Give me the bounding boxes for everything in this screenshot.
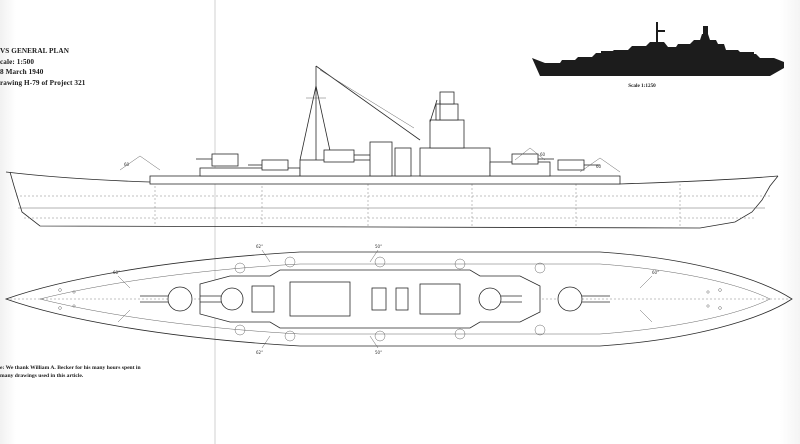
general-plan-title-block: VS GENERAL PLAN cale: 1:500 8 March 1940… bbox=[0, 46, 110, 88]
footnote-line-2: many drawings used in this article. bbox=[0, 372, 84, 379]
svg-text:60: 60 bbox=[124, 162, 130, 167]
footnote-line-1: e: We thank William A. Becker for his ma… bbox=[0, 365, 141, 371]
svg-text:60°: 60° bbox=[652, 270, 659, 275]
svg-text:60°: 60° bbox=[113, 270, 120, 275]
svg-text:50°: 50° bbox=[375, 244, 382, 249]
warship-silhouette bbox=[532, 22, 784, 76]
silhouette-scale-label: Scale 1:1250 bbox=[628, 83, 656, 89]
svg-text:60: 60 bbox=[540, 152, 546, 157]
title-line-4: rawing H-79 of Project 321 bbox=[0, 78, 86, 87]
svg-text:62°: 62° bbox=[256, 244, 263, 249]
warship-profile-elevation: 60 60 60 bbox=[5, 65, 779, 229]
svg-text:62°: 62° bbox=[256, 350, 263, 355]
acknowledgement-footnote: e: We thank William A. Becker for his ma… bbox=[0, 365, 160, 380]
profile-turrets bbox=[196, 149, 600, 171]
warship-deck-plan: 60° 60° 62° 50° 62° 50° bbox=[4, 244, 793, 355]
title-line-3: 8 March 1940 bbox=[0, 68, 44, 76]
title-line-1: VS GENERAL PLAN bbox=[0, 47, 69, 55]
svg-text:60: 60 bbox=[596, 164, 602, 169]
plan-turrets bbox=[140, 286, 610, 312]
svg-text:50°: 50° bbox=[375, 350, 382, 355]
page-gutter bbox=[214, 0, 216, 444]
title-line-2: cale: 1:500 bbox=[0, 57, 35, 66]
